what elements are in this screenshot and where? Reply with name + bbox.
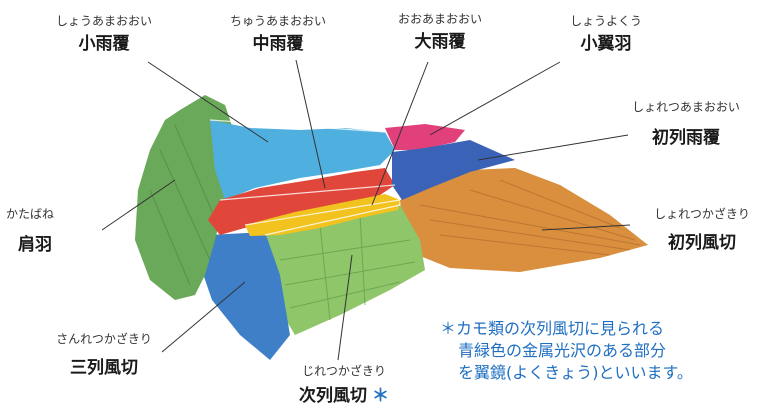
name-shoretsu-amaooi: 初列雨覆 xyxy=(652,128,720,148)
greater-coverts-region xyxy=(245,194,400,236)
reading-shouyoku: しょうよくう xyxy=(570,14,642,28)
reading-chuu-amaooi: ちゅうあまおおい xyxy=(229,14,326,28)
primaries-feather-lines xyxy=(419,179,641,256)
primary-coverts-region xyxy=(392,140,515,200)
reading-shoretsu-kazakiri: しょれつかざきり xyxy=(654,207,750,221)
alula-region xyxy=(385,124,465,150)
median-coverts-region xyxy=(208,168,395,235)
name-shoretsu-kazakiri: 初列風切 xyxy=(668,233,736,253)
lesser-coverts-region xyxy=(210,120,395,200)
tertials-region xyxy=(200,232,290,360)
leader-shoretsu-kazakiri xyxy=(541,224,631,231)
reading-jiretsu-kazakiri: じれつかざきり xyxy=(302,364,386,378)
name-sanretsu-kazakiri: 三列風切 xyxy=(70,358,138,378)
leader-sanretsu-kazakiri xyxy=(161,281,246,353)
reading-shoretsu-amaooi: しょれつあまおおい xyxy=(632,100,740,114)
label-jiretsu-kazakiri: じれつかざきり 次列風切 ＊ xyxy=(286,362,402,406)
scapulars-region xyxy=(135,95,235,300)
name-shou-amaooi: 小雨覆 xyxy=(78,34,130,54)
label-shouyoku: しょうよくう 小翼羽 xyxy=(558,12,654,54)
reading-sanretsu-kazakiri: さんれつかざきり xyxy=(56,332,152,346)
leader-oo-amaooi xyxy=(371,61,429,206)
leader-shou-amaooi xyxy=(147,61,269,143)
label-shou-amaooi: しょうあまおおい 小雨覆 xyxy=(48,12,160,54)
label-shoretsu-amaooi: しょれつあまおおい 初列雨覆 xyxy=(622,98,750,148)
name-shouyoku: 小翼羽 xyxy=(580,34,632,54)
label-sanretsu-kazakiri: さんれつかざきり 三列風切 xyxy=(42,330,166,378)
jiretsu-asterisk: ＊ xyxy=(372,386,390,406)
speculum-note: ＊カモ類の次列風切に見られる 青緑色の金属光沢のある部分 を翼鏡(よくきょう)と… xyxy=(440,318,693,384)
label-oo-amaooi: おおあまおおい 大雨覆 xyxy=(388,10,492,52)
note-line-2: 青緑色の金属光沢のある部分 xyxy=(458,341,667,360)
leader-jiretsu-kazakiri xyxy=(337,254,353,361)
leader-lines xyxy=(101,59,631,361)
note-line-3: を翼鏡(よくきょう)といいます。 xyxy=(458,363,693,382)
secondaries-region xyxy=(265,205,425,335)
reading-katabane: かたばね xyxy=(6,207,55,221)
name-oo-amaooi: 大雨覆 xyxy=(414,32,466,52)
label-katabane: かたばね 肩羽 xyxy=(6,205,96,255)
name-chuu-amaooi: 中雨覆 xyxy=(252,34,304,54)
leader-chuu-amaooi xyxy=(295,59,326,189)
label-shoretsu-kazakiri: しょれつかざきり 初列風切 xyxy=(640,205,764,253)
leader-shoretsu-amaooi xyxy=(477,134,629,161)
primaries-region xyxy=(400,168,648,272)
leader-shouyoku xyxy=(429,61,561,136)
label-chuu-amaooi: ちゅうあまおおい 中雨覆 xyxy=(222,12,334,54)
leader-katabane xyxy=(101,179,176,231)
reading-oo-amaooi: おおあまおおい xyxy=(397,12,482,26)
region-outlines xyxy=(209,119,401,236)
reading-shou-amaooi: しょうあまおおい xyxy=(55,14,152,28)
name-katabane: 肩羽 xyxy=(18,235,52,255)
note-line-1: ＊カモ類の次列風切に見られる xyxy=(440,319,665,338)
name-jiretsu-kazakiri: 次列風切 xyxy=(298,386,367,406)
